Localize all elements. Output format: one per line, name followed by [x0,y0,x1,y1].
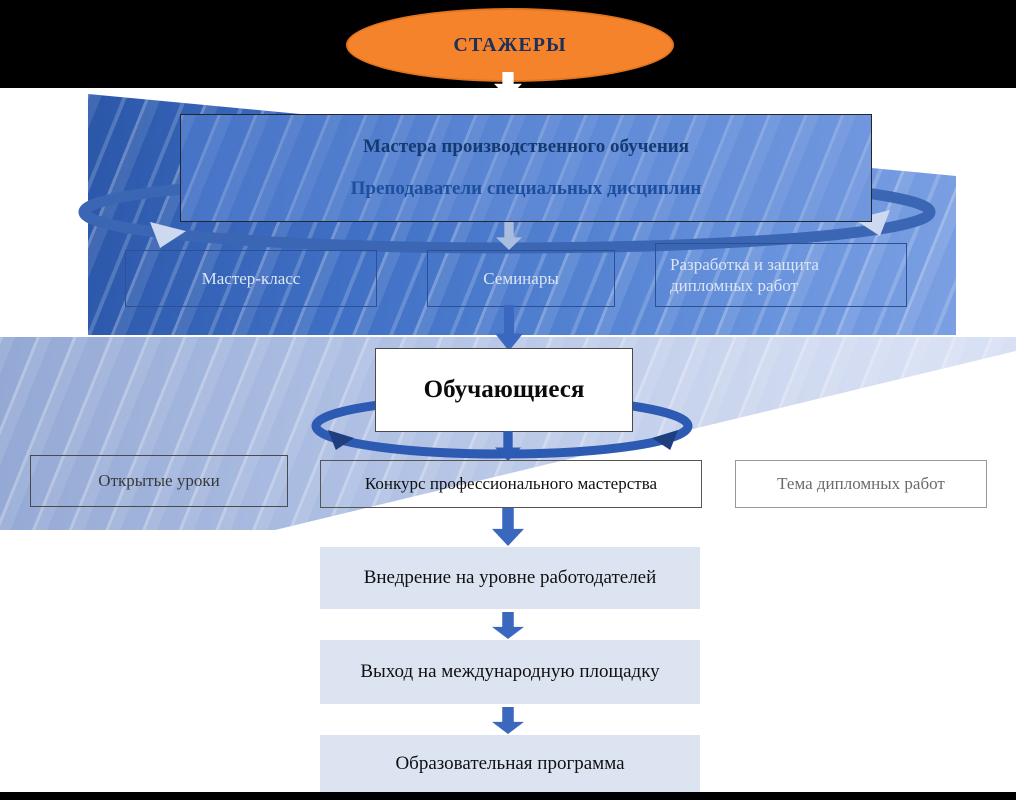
students-label: Обучающиеся [423,376,585,403]
skill-contest-box: Конкурс профессионального мастерства [320,460,702,508]
trainees-label: СТАЖЕРЫ [453,33,567,56]
step-international-box: Выход на международную площадку [320,640,700,704]
mentors-title-line2: Преподаватели специальных дисциплин [350,178,702,200]
trainees-ellipse: СТАЖЕРЫ [346,8,674,82]
open-lessons-box: Открытые уроки [30,455,288,507]
mentors-box: Мастера производственного обучения Препо… [180,114,872,222]
master-class-box: Мастер-класс [125,250,377,307]
diploma-topics-box: Тема дипломных работ [735,460,987,508]
mentors-title-line1: Мастера производственного обучения [362,135,690,157]
step-program-box: Образовательная программа [320,735,700,792]
seminars-box: Семинары [427,250,615,307]
students-box: Обучающиеся [375,348,633,432]
diploma-development-box: Разработка и защита дипломных работ [655,243,907,307]
step-employers-box: Внедрение на уровне работодателей [320,547,700,609]
